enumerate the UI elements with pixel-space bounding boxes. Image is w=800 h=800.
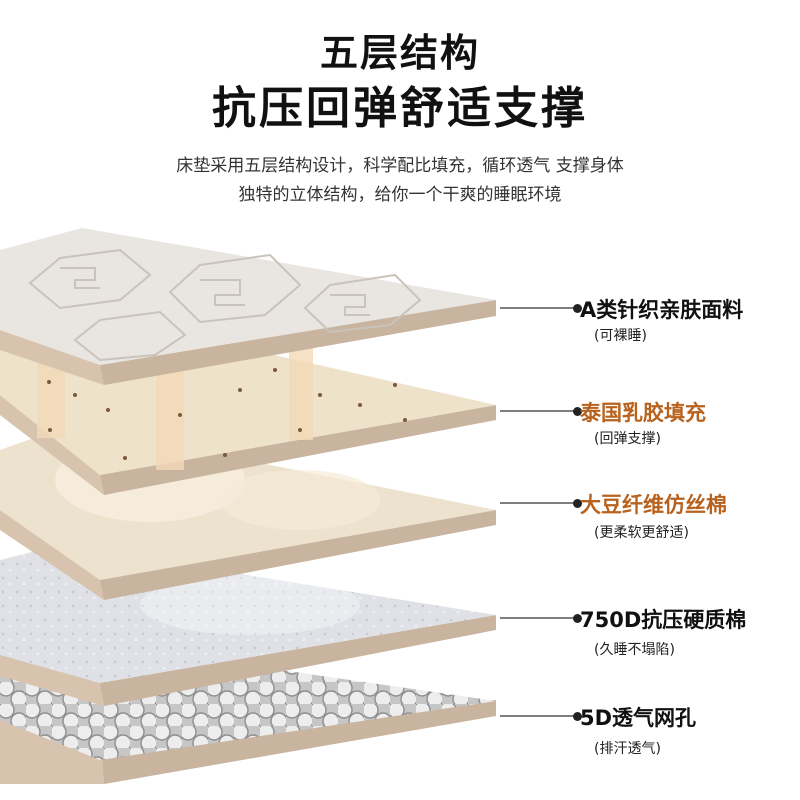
layer-label-hard-cotton: 750D抗压硬质棉 <box>580 608 747 632</box>
layer-sub-fabric: (可裸睡) <box>594 328 647 344</box>
label-marker <box>573 712 582 721</box>
layer-sub-latex: (回弹支撑) <box>594 431 661 447</box>
label-connectors <box>500 307 577 717</box>
section-title: 五层结构 <box>319 31 480 75</box>
layer-label-latex: 泰国乳胶填充 <box>580 401 706 425</box>
label-marker <box>573 499 582 508</box>
layer-label-mesh: 5D透气网孔 <box>580 706 697 730</box>
label-marker <box>573 614 582 623</box>
layer-label-fiber: 大豆纤维仿丝棉 <box>580 493 727 517</box>
fabric-top-layer <box>0 228 496 385</box>
label-marker <box>573 304 582 313</box>
layer-label-fabric: A类针织亲肤面料 <box>580 298 744 322</box>
label-marker <box>573 407 582 416</box>
layer-sub-mesh: (排汗透气) <box>594 741 661 757</box>
layer-sub-hard-cotton: (久睡不塌陷) <box>594 642 675 658</box>
section-headline: 抗压回弹舒适支撑 <box>212 83 588 134</box>
layer-sub-fiber: (更柔软更舒适) <box>594 525 689 541</box>
description-line-1: 床垫采用五层结构设计，科学配比填充，循环透气 支撑身体 <box>176 156 624 176</box>
description-line-2: 独特的立体结构，给你一个干爽的睡眠环境 <box>238 185 562 205</box>
